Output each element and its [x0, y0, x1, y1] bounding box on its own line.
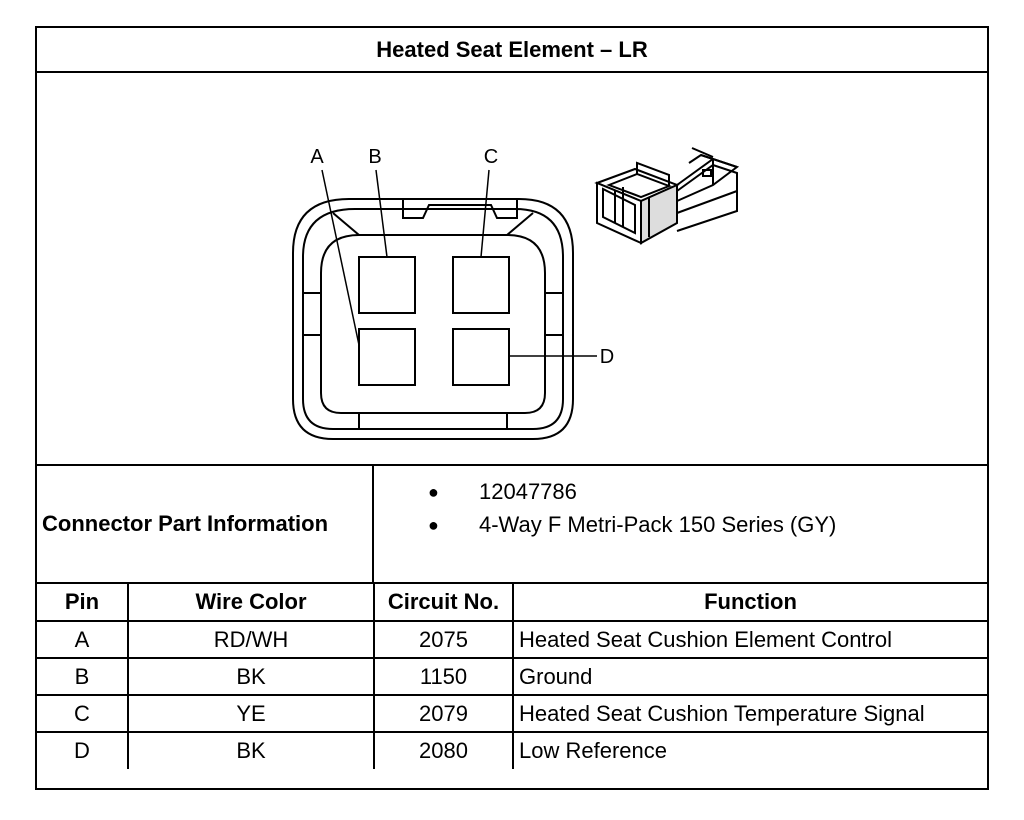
- cell-pin: C: [37, 694, 129, 733]
- leader-a: [321, 169, 360, 346]
- connector-face-drawing: A B C D: [292, 146, 740, 440]
- cell-wire-color: BK: [127, 657, 375, 696]
- connector-cavity: [320, 234, 546, 414]
- connector-sheet: Heated Seat Element – LR: [35, 26, 989, 790]
- table-row: D BK 2080 Low Reference: [37, 731, 987, 769]
- pinout-table: Pin Wire Color Circuit No. Function A RD…: [37, 584, 987, 769]
- cell-pin: A: [37, 620, 129, 659]
- cell-function: Low Reference: [512, 731, 987, 769]
- header-pin: Pin: [37, 584, 129, 622]
- table-header-row: Pin Wire Color Circuit No. Function: [37, 584, 987, 622]
- cell-function: Heated Seat Cushion Element Control: [512, 620, 987, 659]
- table-row: B BK 1150 Ground: [37, 657, 987, 696]
- pin-label-d: D: [600, 346, 614, 368]
- leader-c: [480, 169, 490, 258]
- connector-part-info-list: ● 12047786 ● 4-Way F Metri-Pack 150 Seri…: [374, 466, 987, 582]
- connector-description: 4-Way F Metri-Pack 150 Series (GY): [479, 512, 837, 537]
- connector-diagram: A B C D: [37, 73, 987, 466]
- header-function: Function: [512, 584, 987, 622]
- connector-latch: [402, 199, 518, 219]
- pin-cavity-d: [452, 328, 510, 386]
- connector-part-info: Connector Part Information ● 12047786 ● …: [37, 466, 987, 584]
- connector-slot-right: [506, 212, 534, 236]
- table-row: A RD/WH 2075 Heated Seat Cushion Element…: [37, 620, 987, 659]
- pin-cavity-a: [358, 328, 416, 386]
- connector-housing-inner: [302, 208, 564, 430]
- cell-circuit-no: 2079: [373, 694, 514, 733]
- cell-pin: B: [37, 657, 129, 696]
- cell-circuit-no: 2080: [373, 731, 514, 769]
- leader-b: [375, 169, 388, 258]
- header-circuit-no: Circuit No.: [373, 584, 514, 622]
- pin-label-b: B: [368, 146, 381, 168]
- table-row: C YE 2079 Heated Seat Cushion Temperatur…: [37, 694, 987, 733]
- header-wire-color: Wire Color: [127, 584, 375, 622]
- cell-wire-color: BK: [127, 731, 375, 769]
- cell-pin: D: [37, 731, 129, 769]
- connector-slot-left: [332, 212, 360, 236]
- bullet-icon: ●: [428, 515, 439, 535]
- page-title: Heated Seat Element – LR: [37, 28, 987, 73]
- cell-wire-color: YE: [127, 694, 375, 733]
- cell-circuit-no: 2075: [373, 620, 514, 659]
- connector-3d-illustration: [594, 147, 740, 245]
- cell-wire-color: RD/WH: [127, 620, 375, 659]
- bullet-icon: ●: [428, 482, 439, 502]
- connector-part-info-label: Connector Part Information: [37, 466, 374, 582]
- pin-cavity-b: [358, 256, 416, 314]
- pin-label-c: C: [484, 146, 498, 168]
- pin-cavity-c: [452, 256, 510, 314]
- cell-function: Heated Seat Cushion Temperature Signal: [512, 694, 987, 733]
- part-number: 12047786: [479, 479, 577, 504]
- pin-label-a: A: [310, 146, 324, 168]
- connector-housing-outer: [292, 198, 574, 440]
- cell-function: Ground: [512, 657, 987, 696]
- cell-circuit-no: 1150: [373, 657, 514, 696]
